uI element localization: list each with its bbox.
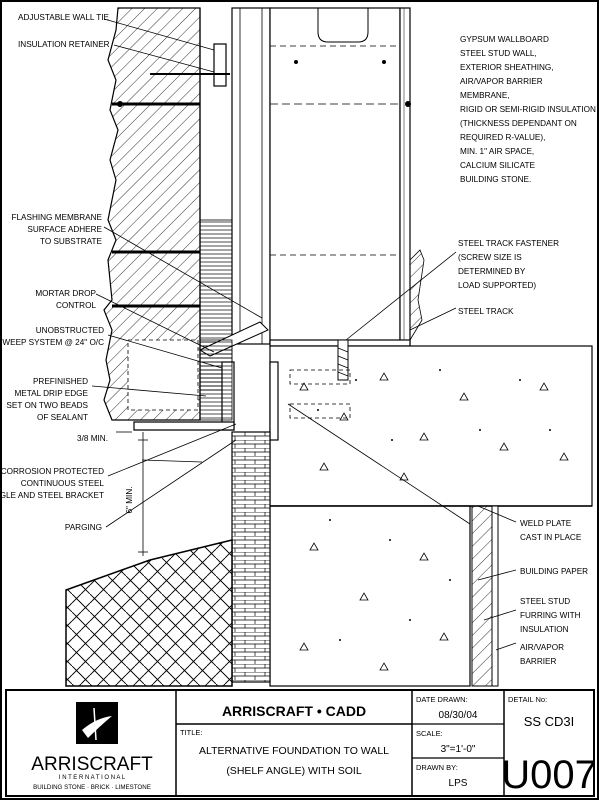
label-track-fastener-1: STEEL TRACK FASTENER	[458, 239, 559, 248]
drawn-value: LPS	[449, 778, 468, 789]
label-drip-1: PREFINISHED	[33, 377, 88, 386]
label-weep-2: WEEP SYSTEM @ 24" O/C	[2, 338, 104, 347]
scale-label: SCALE:	[416, 729, 443, 738]
label-air-vapor-barrier-2: BARRIER	[520, 657, 556, 666]
label-building-paper: BUILDING PAPER	[520, 567, 588, 576]
label-track-fastener-4: LOAD SUPPORTED)	[458, 281, 536, 290]
logo-sub: I N T E R N A T I O N A L	[59, 775, 126, 781]
label-mortar-2: CONTROL	[56, 301, 96, 310]
label-drip-3: SET ON TWO BEADS	[6, 401, 88, 410]
title-block: ARRISCRAFT I N T E R N A T I O N A L BUI…	[5, 689, 597, 797]
label-stud-furring-2: FURRING WITH	[520, 611, 581, 620]
label-insulation-retainer: INSULATION RETAINER	[18, 40, 110, 49]
label-flashing-3: TO SUBSTRATE	[40, 237, 103, 246]
label-track-fastener-2: (SCREW SIZE IS	[458, 253, 522, 262]
title-line-2: (SHELF ANGLE) WITH SOIL	[226, 765, 362, 777]
concrete-foundation	[269, 345, 593, 687]
brick-foundation	[231, 431, 271, 683]
label-membrane: MEMBRANE,	[460, 91, 510, 100]
label-stud-wall: STEEL STUD WALL,	[460, 49, 537, 58]
label-corrosion-2: CONTINUOUS STEEL	[21, 479, 105, 488]
label-air-space: MIN. 1" AIR SPACE,	[460, 147, 534, 156]
label-adjustable-wall-tie: ADJUSTABLE WALL TIE	[18, 13, 110, 22]
label-r-value: REQUIRED R-VALUE),	[460, 133, 545, 142]
label-drip-4: OF SEALANT	[37, 413, 88, 422]
left-labels: ADJUSTABLE WALL TIE INSULATION RETAINER …	[0, 13, 110, 532]
logo-name: ARRISCRAFT	[31, 754, 153, 775]
label-3-8-min: 3/8 MIN.	[77, 434, 108, 443]
date-label: DATE DRAWN:	[416, 695, 468, 704]
label-gypsum: GYPSUM WALLBOARD	[460, 35, 549, 44]
right-labels-mid: STEEL TRACK FASTENER (SCREW SIZE IS DETE…	[458, 239, 559, 316]
label-stud-furring-1: STEEL STUD	[520, 597, 570, 606]
label-stud-furring-3: INSULATION	[520, 625, 569, 634]
label-thickness: (THICKNESS DEPENDANT ON	[460, 119, 577, 128]
label-weld-plate-2: CAST IN PLACE	[520, 533, 582, 542]
detail-number: U007	[501, 753, 597, 797]
label-corrosion-1: CORROSION PROTECTED	[1, 467, 104, 476]
leaders-right	[287, 251, 517, 651]
arriscraft-logo: ARRISCRAFT I N T E R N A T I O N A L BUI…	[31, 702, 153, 791]
logo-tagline: BUILDING STONE · BRICK · LIMESTONE	[33, 784, 151, 791]
label-air-vapor: AIR/VAPOR BARRIER	[460, 77, 543, 86]
steel-stud-wall	[117, 7, 411, 345]
title-line-1: ALTERNATIVE FOUNDATION TO WALL	[199, 745, 389, 757]
label-calcium-silicate: CALCIUM SILICATE	[460, 161, 535, 170]
label-mortar-1: MORTAR DROP	[35, 289, 96, 298]
label-building-stone: BUILDING STONE.	[460, 175, 531, 184]
drawn-label: DRAWN BY:	[416, 763, 458, 772]
detail-label: DETAIL No:	[508, 695, 547, 704]
label-steel-track: STEEL TRACK	[458, 307, 514, 316]
track-fastener	[289, 339, 351, 419]
scale-value: 3"=1'-0"	[441, 744, 476, 755]
dimension-6in: 6" MIN.	[125, 432, 148, 556]
label-track-fastener-3: DETERMINED BY	[458, 267, 526, 276]
label-drip-2: METAL DRIP EDGE	[14, 389, 88, 398]
soil	[65, 539, 233, 687]
title-label: TITLE:	[180, 728, 203, 737]
label-flashing-1: FLASHING MEMBRANE	[11, 213, 102, 222]
label-flashing-2: SURFACE ADHERE	[27, 225, 102, 234]
right-labels-top: GYPSUM WALLBOARD STEEL STUD WALL, EXTERI…	[460, 35, 596, 184]
label-rigid-insulation: RIGID OR SEMI-RIGID INSULATION	[460, 105, 596, 114]
label-weep-1: UNOBSTRUCTED	[36, 326, 104, 335]
stone-veneer	[103, 7, 201, 421]
label-air-vapor-barrier-1: AIR/VAPOR	[520, 643, 564, 652]
dim-label: 6" MIN.	[125, 486, 134, 513]
label-parging: PARGING	[65, 523, 102, 532]
label-sheathing: EXTERIOR SHEATHING,	[460, 63, 554, 72]
leaders-left	[91, 18, 263, 528]
right-labels-bottom: WELD PLATE CAST IN PLACE BUILDING PAPER …	[520, 519, 588, 666]
detail-value: SS CD3I	[524, 714, 575, 729]
label-weld-plate-1: WELD PLATE	[520, 519, 572, 528]
date-value: 08/30/04	[439, 710, 478, 721]
company-title: ARRISCRAFT • CADD	[222, 703, 366, 719]
label-corrosion-3: ANGLE AND STEEL BRACKET	[0, 491, 104, 500]
